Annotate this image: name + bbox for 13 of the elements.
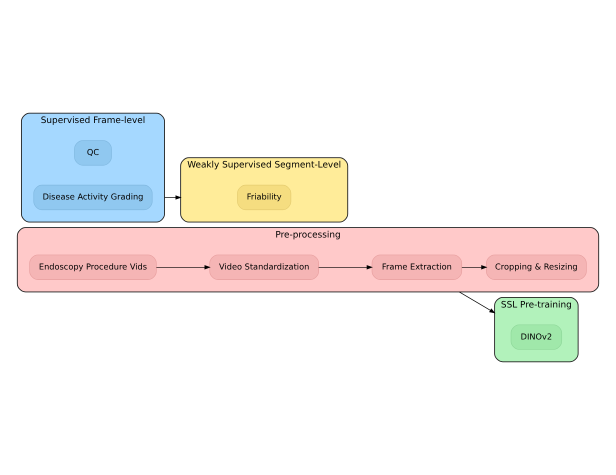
arrow (458, 292, 496, 314)
node-box: Friability (237, 184, 292, 210)
arrow (462, 265, 488, 270)
node-box: Disease Activity Grading (33, 184, 153, 210)
arrow (164, 195, 182, 200)
node-box: QC (74, 140, 112, 166)
node-box: Endoscopy Procedure Vids (29, 254, 157, 280)
node-box: Video Standardization (209, 254, 319, 280)
node-box: Cropping & Resizing (486, 254, 587, 280)
node-box: Frame Extraction (372, 254, 462, 280)
node-box: DINOv2 (510, 324, 562, 350)
arrow (156, 265, 211, 270)
arrow (318, 265, 373, 270)
